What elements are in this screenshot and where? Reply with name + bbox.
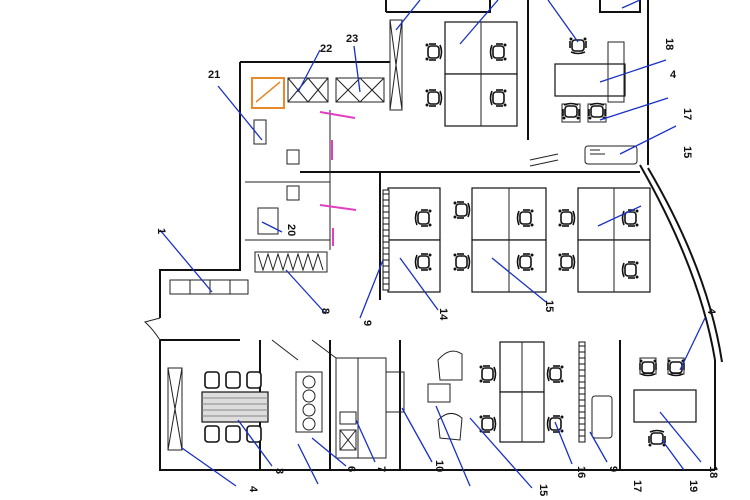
callout-18: 18 bbox=[663, 38, 675, 50]
callout-20: 20 bbox=[285, 224, 297, 236]
pantry bbox=[271, 339, 405, 459]
restroom-zone bbox=[245, 77, 357, 250]
bottom-desk-cluster bbox=[478, 341, 613, 443]
top-desk-cluster bbox=[424, 21, 518, 127]
entrance-door bbox=[143, 317, 161, 341]
callout-6: 6 bbox=[345, 466, 357, 472]
callout-15: 15 bbox=[537, 484, 549, 496]
callout-3: 3 bbox=[273, 468, 285, 474]
callout-labels: 1 3 4 4 4 6 7 8 9 9 10 14 15 15 15 16 17… bbox=[155, 33, 719, 496]
callout-4: 4 bbox=[705, 308, 717, 315]
callout-19: 19 bbox=[687, 480, 699, 492]
callout-15: 15 bbox=[681, 146, 693, 158]
callout-21: 21 bbox=[208, 69, 220, 81]
open-plan-desks bbox=[382, 187, 651, 293]
leader-lines bbox=[159, 0, 706, 489]
callout-7: 7 bbox=[375, 466, 387, 472]
outer-walls bbox=[159, 0, 723, 471]
callout-15: 15 bbox=[543, 300, 555, 312]
callout-9: 9 bbox=[361, 320, 373, 326]
callout-17: 17 bbox=[631, 480, 643, 492]
callout-16: 16 bbox=[575, 466, 587, 478]
callout-17: 17 bbox=[681, 108, 693, 120]
lounge-area bbox=[427, 350, 463, 441]
bottom-right-office bbox=[633, 357, 697, 448]
callout-1: 1 bbox=[155, 228, 167, 234]
storage-cabinets bbox=[287, 19, 403, 111]
radiator bbox=[254, 251, 328, 273]
callout-4: 4 bbox=[670, 69, 677, 81]
callout-18: 18 bbox=[707, 466, 719, 478]
callout-4: 4 bbox=[247, 486, 259, 493]
callout-8: 8 bbox=[319, 308, 331, 314]
callout-14: 14 bbox=[437, 308, 449, 321]
top-right-office bbox=[529, 36, 638, 167]
callout-22: 22 bbox=[320, 43, 332, 55]
meeting-room bbox=[167, 367, 269, 451]
callout-9: 9 bbox=[607, 466, 619, 472]
callout-10: 10 bbox=[433, 460, 445, 472]
callout-23: 23 bbox=[346, 33, 358, 45]
reception-shelf bbox=[169, 279, 249, 295]
